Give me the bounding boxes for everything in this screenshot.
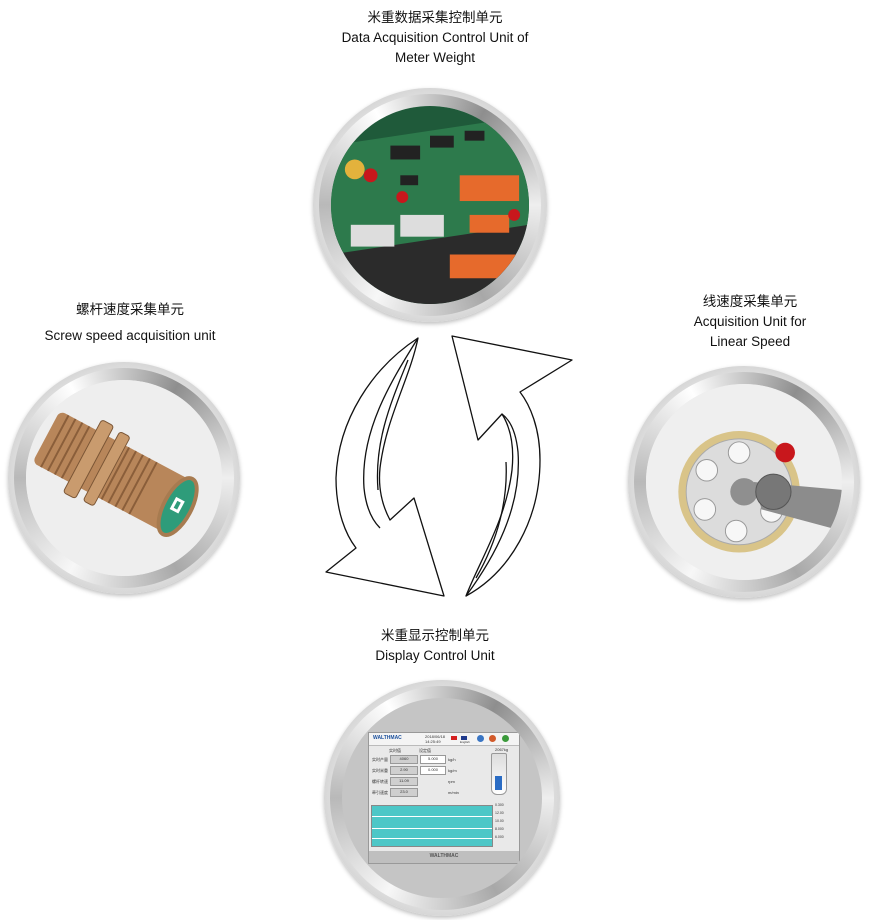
- screen-row-actual: 23.0: [390, 788, 418, 797]
- bottom-node-title-zh: 米重显示控制单元: [381, 628, 489, 644]
- encoder-wheel-icon: [646, 384, 842, 580]
- screen-row-label: 实时产量: [372, 757, 388, 762]
- next-arrow-icon[interactable]: [502, 735, 509, 742]
- trend-chart-tick-label: 6.000: [495, 835, 504, 839]
- right-node-title-en-2: Linear Speed: [709, 334, 791, 349]
- trend-chart: [371, 805, 493, 847]
- bottom-node: WALTHMAC 2018/06/18 14:25:49 English 实时值…: [324, 680, 560, 916]
- trend-chart-tick-label: 10.00: [495, 819, 504, 823]
- hopper-icon: [491, 753, 507, 795]
- cycle-arrow-right: [451, 335, 573, 597]
- screen-row-unit: kg/h: [448, 757, 456, 762]
- left-node: [8, 362, 240, 594]
- right-node-label: 线速度采集单元 Acquisition Unit for Linear Spee…: [650, 292, 850, 352]
- screen-row-unit: m/min: [448, 790, 459, 795]
- screen-date: 2018/06/18: [425, 734, 446, 739]
- screen-footer: WALTHMAC: [369, 851, 519, 863]
- circuit-board-icon: [331, 106, 529, 304]
- china-flag-icon[interactable]: [451, 736, 457, 740]
- bottom-node-title-en: Display Control Unit: [375, 648, 495, 663]
- screen-row-actual: 11.09: [390, 777, 418, 786]
- left-node-title-zh: 螺杆速度采集单元: [76, 302, 184, 318]
- touch-screen-icon: WALTHMAC 2018/06/18 14:25:49 English 实时值…: [342, 698, 542, 898]
- screen-row-actual: 2.90: [390, 766, 418, 775]
- inductive-sensor-icon: [26, 380, 222, 576]
- screen-display: WALTHMAC 2018/06/18 14:25:49 English 实时值…: [368, 732, 520, 864]
- settings-icon[interactable]: [477, 735, 484, 742]
- trend-chart-tick-label: 8.000: [495, 827, 504, 831]
- trend-chart-tick-label: 12.00: [495, 811, 504, 815]
- bottom-node-label: 米重显示控制单元 Display Control Unit: [310, 626, 560, 666]
- screen-footer-brand: WALTHMAC: [429, 853, 459, 859]
- screen-header: WALTHMAC 2018/06/18 14:25:49 English: [369, 733, 519, 746]
- screen-col-set: 设定值: [419, 748, 431, 753]
- top-node: [313, 88, 547, 322]
- right-node-title-zh: 线速度采集单元: [702, 294, 798, 310]
- screen-row-unit: kg/m: [448, 768, 457, 773]
- right-node: [628, 366, 860, 598]
- screen-row-label: 实时米重: [372, 768, 388, 773]
- screen-row-label: 螺杆转速: [372, 779, 388, 784]
- screen-row-set-input[interactable]: 0.000: [420, 766, 446, 775]
- trend-chart-ticks: 0.300 12.00 10.00 8.000 6.000: [495, 803, 504, 843]
- screen-row-actual: 4060: [390, 755, 418, 764]
- uk-flag-icon[interactable]: [461, 736, 467, 740]
- screen-row-set-input[interactable]: 5.000: [420, 755, 446, 764]
- trend-chart-tick-label: 0.300: [495, 803, 504, 807]
- screen-lang[interactable]: English: [460, 740, 470, 744]
- screen-row-unit: rpm: [448, 779, 455, 784]
- screen-row-label: 牵引速度: [372, 790, 388, 795]
- alarm-icon[interactable]: [489, 735, 496, 742]
- left-node-label: 螺杆速度采集单元 Screw speed acquisition unit: [20, 300, 240, 346]
- screen-hopper-weight: 2067kg: [495, 747, 509, 752]
- left-node-title-en: Screw speed acquisition unit: [44, 328, 216, 343]
- screen-brand: WALTHMAC: [373, 735, 402, 741]
- cycle-arrow-left: [325, 337, 445, 597]
- top-node-title-en-1: Data Acquisition Control Unit of: [341, 30, 529, 45]
- top-node-label: 米重数据采集控制单元 Data Acquisition Control Unit…: [285, 8, 585, 68]
- top-node-title-zh: 米重数据采集控制单元: [367, 10, 503, 26]
- screen-col-actual: 实时值: [389, 748, 401, 753]
- top-node-title-en-2: Meter Weight: [394, 50, 476, 65]
- screen-time: 14:25:49: [425, 739, 441, 744]
- right-node-title-en-1: Acquisition Unit for: [693, 314, 807, 329]
